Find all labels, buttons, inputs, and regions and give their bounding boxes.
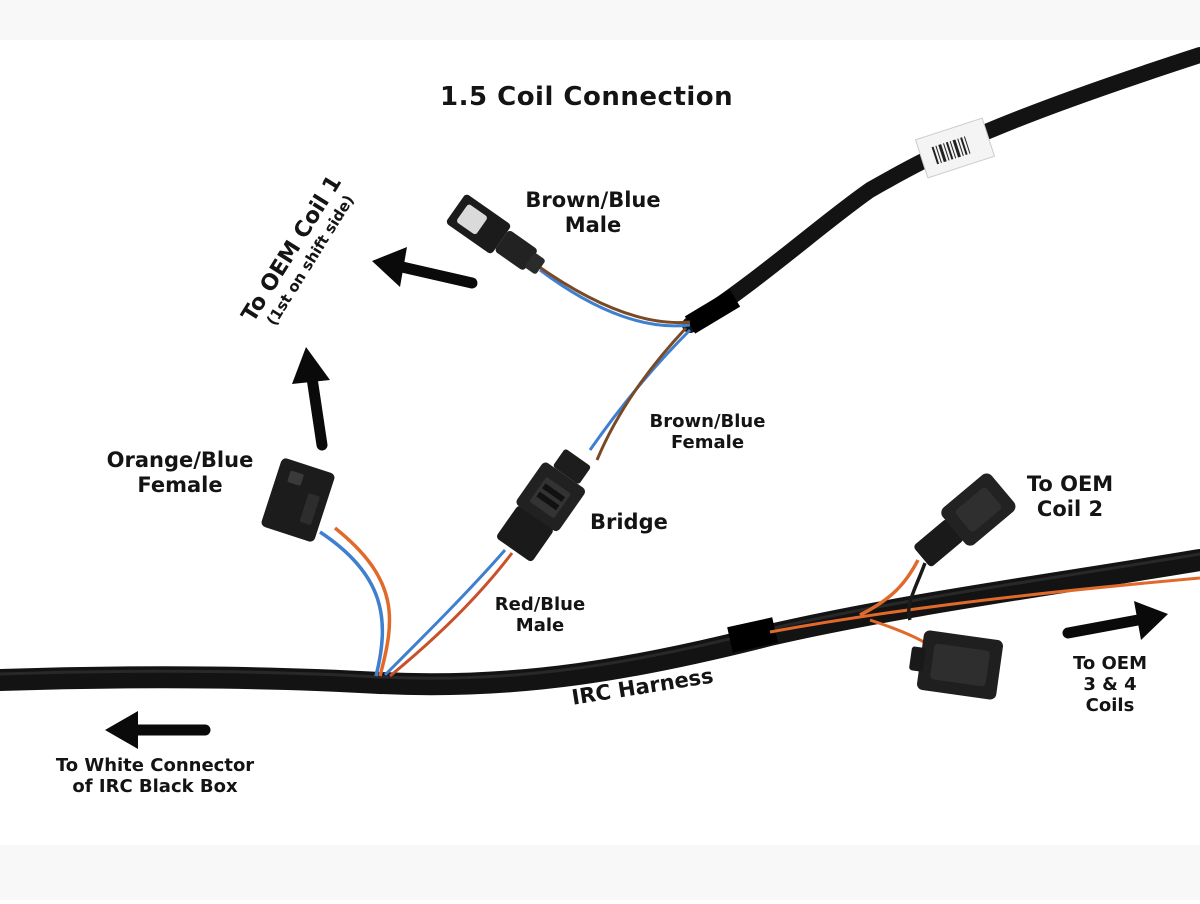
harness-sleeve <box>727 617 778 653</box>
label-bridge: Bridge <box>590 510 668 534</box>
label-to-white-connector-line-2: of IRC Black Box <box>72 776 238 798</box>
label-to-oem-coil-2-line-2: Coil 2 <box>1036 496 1104 521</box>
irc-harness-cable <box>0 549 1200 696</box>
upper-harness-cable <box>682 47 1200 333</box>
bottom-band <box>0 845 1200 900</box>
arrow-left-coil-1 <box>372 247 478 289</box>
label-to-white-connector: To White Connector of IRC Black Box <box>30 755 280 797</box>
orange-wire-female <box>333 526 392 677</box>
label-to-oem-3-4-line-3: Coils <box>1085 695 1135 717</box>
orange-blue-female-connector <box>261 458 335 542</box>
orange-wire-coil-2 <box>859 559 920 617</box>
irc-harness-highlight <box>0 552 1200 680</box>
arrow-right-coils-3-4 <box>1062 601 1168 640</box>
label-to-oem-3-4-line-1: To OEM <box>1072 653 1148 674</box>
blue-wire-bridge <box>383 549 507 677</box>
blue-wire-orange-female <box>319 530 385 677</box>
label-brown-blue-male: Brown/Blue Male <box>508 188 678 238</box>
oem-coil-2-connector <box>914 473 1016 567</box>
label-brown-blue-female-line-2: Female <box>670 432 745 454</box>
blue-wire-male <box>539 268 691 328</box>
label-to-oem-coil-1-group: To OEM Coil 1 (1st on shift side) <box>237 171 358 329</box>
label-to-oem-coil-2-line-1: To OEM <box>1026 472 1114 496</box>
label-red-blue-male-line-1: Red/Blue <box>494 594 586 615</box>
lower-connector <box>909 630 1004 700</box>
label-orange-blue-female: Orange/Blue Female <box>85 448 275 498</box>
red-wire-bridge <box>389 552 514 678</box>
label-to-oem-3-4-coils: To OEM 3 & 4 Coils <box>1050 653 1170 717</box>
brown-wire-female <box>595 326 688 461</box>
brown-wire-male <box>534 262 691 325</box>
label-to-oem-3-4-line-2: 3 & 4 <box>1083 674 1137 696</box>
upper-cable-sleeve <box>684 289 741 334</box>
label-orange-blue-female-line-1: Orange/Blue <box>106 448 254 472</box>
arrow-left-white-connector <box>105 711 211 749</box>
label-orange-blue-female-line-2: Female <box>137 472 223 497</box>
label-brown-blue-female-line-1: Brown/Blue <box>649 411 766 432</box>
top-band <box>0 0 1200 40</box>
label-to-oem-coil-2: To OEM Coil 2 <box>1000 472 1140 522</box>
label-red-blue-male-line-2: Male <box>515 615 565 637</box>
label-brown-blue-male-line-2: Male <box>564 212 622 237</box>
black-wire-coil-2 <box>907 562 927 621</box>
cable-label-tag <box>914 117 996 179</box>
orange-wire-to-3-4 <box>769 576 1200 634</box>
arrow-up-coil-1 <box>292 347 330 451</box>
label-red-blue-male: Red/Blue Male <box>470 594 610 636</box>
label-brown-blue-female: Brown/Blue Female <box>630 411 785 453</box>
diagram-title: 1.5 Coil Connection <box>440 82 734 112</box>
label-brown-blue-male-line-1: Brown/Blue <box>525 188 661 212</box>
label-to-white-connector-line-1: To White Connector <box>55 755 255 776</box>
brown-blue-male-connector <box>446 194 545 274</box>
bridge-connector <box>497 449 591 562</box>
